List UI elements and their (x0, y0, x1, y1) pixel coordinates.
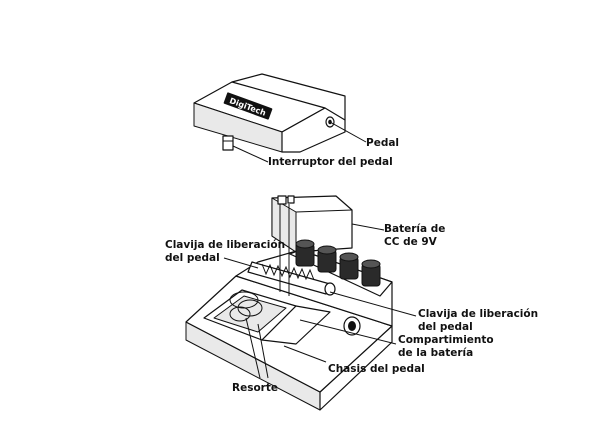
pedal-cover: DigiTech (194, 74, 345, 152)
knob-3 (340, 253, 358, 279)
label-bateria-line1: Batería de (384, 223, 445, 235)
label-compartimiento-line1: Compartimiento (398, 334, 494, 346)
label-clavija-right-line2: del pedal (418, 321, 473, 333)
label-compartimiento-line2: de la batería (398, 347, 473, 359)
knob-2 (318, 246, 336, 272)
label-pedal: Pedal (366, 137, 399, 149)
input-jack (344, 317, 360, 335)
knob-1 (296, 240, 314, 266)
label-clavija-left-line2: del pedal (165, 252, 220, 264)
label-bateria-line2: CC de 9V (384, 236, 438, 248)
label-chasis: Chasis del pedal (328, 363, 425, 375)
knob-4 (362, 260, 380, 286)
label-clavija-left-line1: Clavija de liberación (165, 239, 285, 251)
label-clavija-right-line1: Clavija de liberación (418, 308, 538, 320)
label-resorte: Resorte (232, 382, 278, 394)
label-interruptor: Interruptor del pedal (268, 156, 393, 168)
